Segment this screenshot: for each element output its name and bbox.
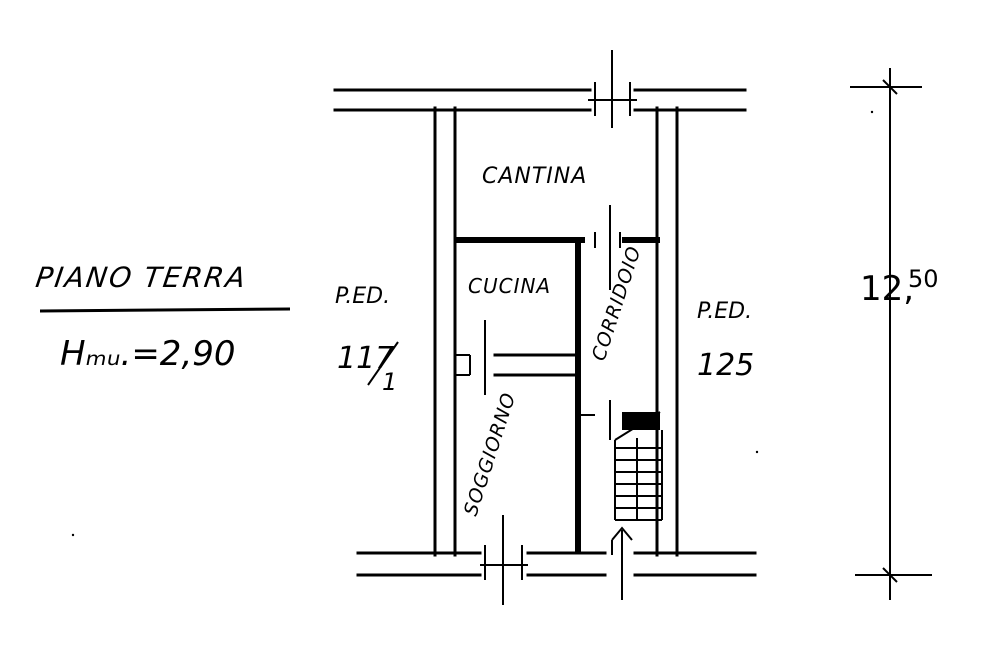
- room-label-soggiorno: SOGGIORNO: [460, 390, 521, 519]
- right-neighbor-number: 125: [697, 348, 754, 383]
- top-walls: [333, 50, 747, 128]
- room-label-cantina: CANTINA: [482, 164, 587, 189]
- left-neighbor-number-b: 1: [382, 368, 397, 396]
- floor-title: PIANO TERRA: [34, 261, 250, 294]
- interior-partitions: [455, 205, 660, 555]
- title-underline: [39, 307, 291, 313]
- left-neighbor-number-a: 117: [337, 341, 394, 376]
- room-label-corridoio: CORRIDOIO: [588, 243, 646, 363]
- left-neighbor-label: P.ED.: [335, 284, 390, 309]
- left-neighbor-slash: [367, 341, 399, 386]
- vertical-walls: [433, 106, 679, 557]
- title-block: PIANO TERRA Hₘᵤ.=2,90: [34, 261, 291, 374]
- scan-specks: [71, 110, 874, 537]
- staircase: [611, 411, 663, 600]
- dimension-main-value: 12,: [860, 269, 914, 309]
- bottom-walls: [356, 515, 757, 605]
- room-label-cucina: CUCINA: [468, 274, 551, 298]
- room-labels: CANTINA CUCINA CORRIDOIO SOGGIORNO: [460, 164, 646, 519]
- neighbor-labels: P.ED. 117 1 P.ED. 125: [335, 284, 754, 396]
- right-neighbor-label: P.ED.: [697, 299, 752, 324]
- height-label: Hₘᵤ.=2,90: [60, 334, 236, 374]
- dimension-line: 12, 50: [850, 68, 939, 600]
- dimension-decimal-value: 50: [908, 265, 939, 293]
